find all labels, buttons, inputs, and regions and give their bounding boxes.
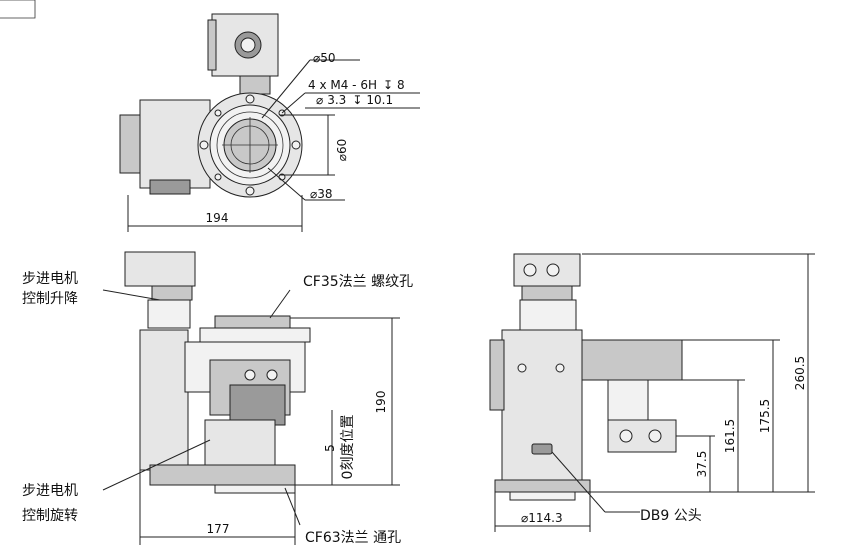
label-rot-2: 控制旋转 [22,508,78,524]
dim-2605: 260.5 [793,356,807,390]
label-lift-1: 步进电机 [22,271,78,287]
label-cf35: CF35法兰 螺纹孔 [303,274,413,290]
top-view [119,13,420,232]
dim-phi50: ⌀50 [313,51,336,65]
dim-190: 190 [374,391,388,414]
db9-connector [531,443,553,455]
label-cf63: CF63法兰 通孔 [305,530,401,546]
front-cf63-flange [149,464,296,486]
dim-177: 177 [207,522,230,536]
dim-phi60: ⌀60 [335,139,349,162]
dim-1755: 175.5 [758,399,772,433]
title-block-fragment [0,0,36,19]
side-view [489,253,815,532]
dim-5: 5 [323,444,337,452]
dim-phi38: ⌀38 [310,187,333,201]
label-db9: DB9 公头 [640,508,702,524]
front-view [102,251,400,545]
front-lift-motor-box [124,251,196,287]
front-side-plate [139,329,189,471]
front-rot-motor [204,419,276,466]
dim-194: 194 [206,211,229,225]
label-lift-2: 控制升降 [22,291,78,307]
label-zero: 0刻度位置 [340,415,356,480]
side-main-body [501,329,583,481]
dim-1615: 161.5 [723,419,737,453]
dim-phi1143: ⌀114.3 [521,511,563,525]
side-rot-motor [607,419,677,453]
dim-thread: 4 x M4 - 6H↧8 [308,78,405,92]
dim-drill: ⌀3.3↧10.1 [316,93,393,107]
dim-375: 37.5 [695,451,709,478]
front-cf35-flange [214,315,291,329]
label-rot-1: 步进电机 [22,483,78,499]
